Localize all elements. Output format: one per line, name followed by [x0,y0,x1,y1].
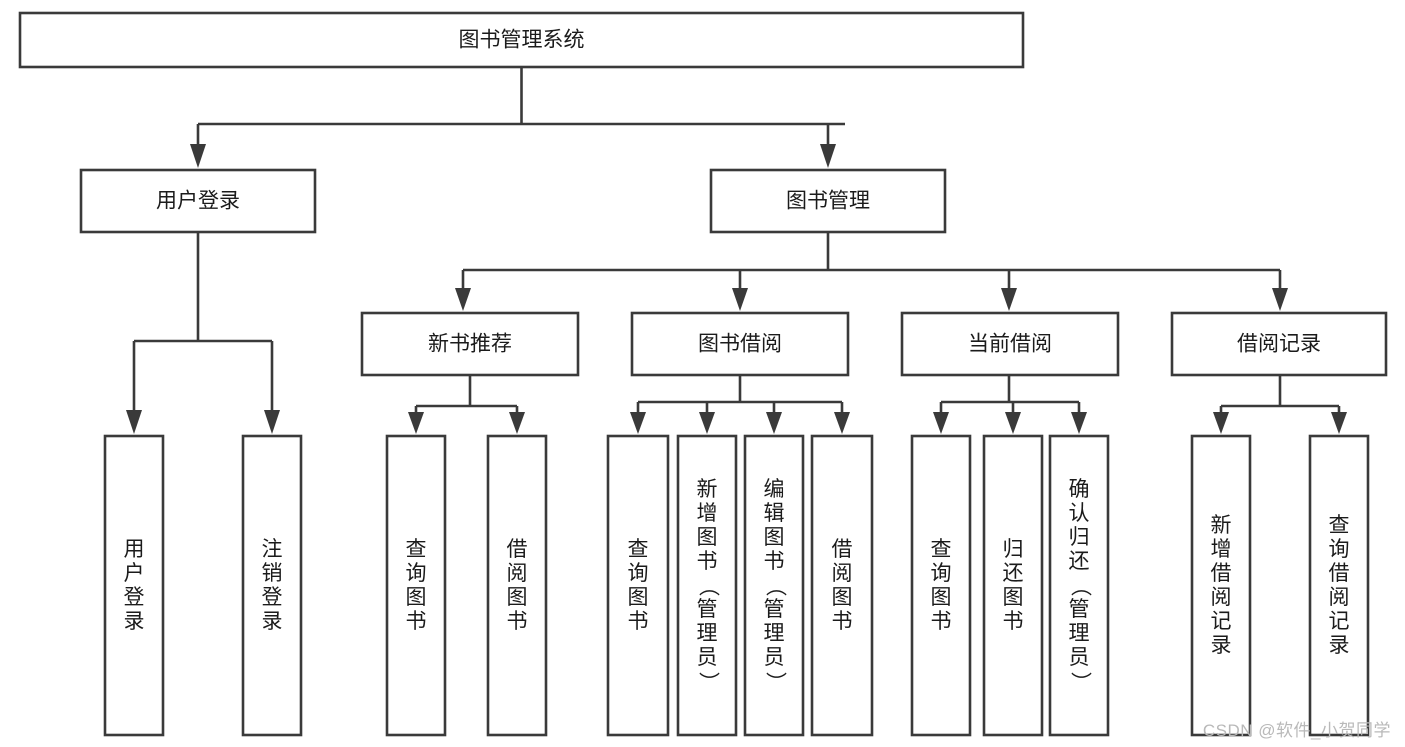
node-leaf-query-book-cur-box[interactable] [910,434,972,737]
node-leaf-add-record-box[interactable] [1190,434,1252,737]
arrow-head-leaf-query-record [1331,412,1347,434]
arrow-head-leaf-query-rec [408,412,424,434]
arrow-head-leaf-add-book [699,412,715,434]
node-root-box[interactable] [18,11,1025,69]
node-new-book-recommend-label: 新书推荐 [428,333,512,356]
node-book-borrow-label: 图书借阅 [698,333,782,356]
arrow-head-leaf-return-book [1005,412,1021,434]
node-book-manage[interactable]: 图书管理 [709,168,947,234]
arrow-head-leaf-borrow-book [834,412,850,434]
arrow-head-book-borrow [732,288,748,311]
connector-book-manage-to-level3 [455,232,1288,311]
node-current-borrow[interactable]: 当前借阅 [900,311,1120,377]
node-leaf-logout-box[interactable] [241,434,303,737]
connector-borrow-record-to-leaves [1213,375,1347,434]
node-leaf-add-book-box[interactable] [676,434,738,737]
arrow-head-leaf-user-login [126,410,142,434]
leaf-node-boxes[interactable] [103,434,1370,737]
node-leaf-user-login-box[interactable] [103,434,165,737]
node-leaf-query-record-box[interactable] [1308,434,1370,737]
connector-new-book-to-leaves [408,375,525,434]
arrow-head-user-login [190,144,206,168]
node-user-login-label: 用户登录 [156,190,240,213]
connector-current-borrow-to-leaves [933,375,1087,434]
node-user-login[interactable]: 用户登录 [79,168,317,234]
node-book-manage-box[interactable] [709,168,947,234]
node-leaf-edit-book-box[interactable] [743,434,805,737]
arrow-head-current-borrow [1001,288,1017,311]
arrow-head-borrow-record [1272,288,1288,311]
arrow-head-leaf-query-bb [630,412,646,434]
node-leaf-query-book-rec-box[interactable] [385,434,447,737]
arrow-head-leaf-logout [264,410,280,434]
node-root[interactable]: 图书管理系统 [18,11,1025,69]
connector-root-to-level2 [190,67,845,168]
arrow-head-leaf-query-cur [933,412,949,434]
arrow-head-leaf-confirm-return [1071,412,1087,434]
node-book-borrow-box[interactable] [630,311,850,377]
node-new-book-recommend[interactable]: 新书推荐 [360,311,580,377]
node-leaf-borrow-book-box[interactable] [810,434,874,737]
node-new-book-recommend-box[interactable] [360,311,580,377]
arrow-head-new-book [455,288,471,311]
node-borrow-record-box[interactable] [1170,311,1388,377]
node-current-borrow-label: 当前借阅 [968,333,1052,356]
node-root-label: 图书管理系统 [459,29,585,52]
node-book-manage-label: 图书管理 [786,190,870,213]
node-leaf-borrow-book-rec-box[interactable] [486,434,548,737]
connector-book-borrow-to-leaves [630,375,850,434]
node-current-borrow-box[interactable] [900,311,1120,377]
node-leaf-confirm-return-box[interactable] [1048,434,1110,737]
arrow-head-book-manage [820,144,836,168]
arrow-head-leaf-borrow-rec [509,412,525,434]
node-leaf-query-book-borrow-box[interactable] [606,434,670,737]
node-user-login-box[interactable] [79,168,317,234]
node-borrow-record-label: 借阅记录 [1237,333,1321,356]
node-leaf-return-book-box[interactable] [982,434,1044,737]
arrow-head-leaf-add-record [1213,412,1229,434]
connector-user-login-to-leaves [126,232,280,434]
node-book-borrow[interactable]: 图书借阅 [630,311,850,377]
node-borrow-record[interactable]: 借阅记录 [1170,311,1388,377]
arrow-head-leaf-edit-book [766,412,782,434]
